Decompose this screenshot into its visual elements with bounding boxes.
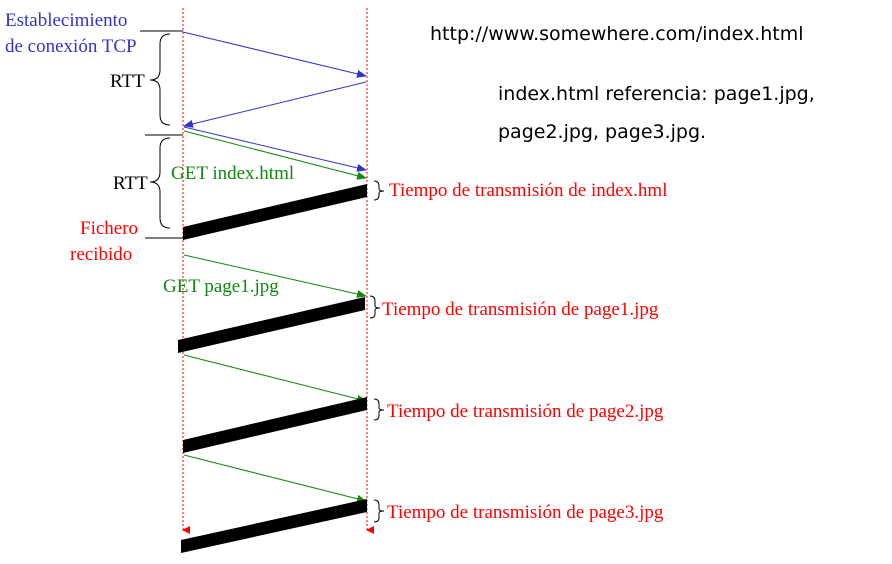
- tx-brace-index: [373, 180, 385, 201]
- tcp-syn-arrow: [182, 31, 367, 78]
- get-page3-arrow: [183, 454, 367, 503]
- get-index-label: GET index.html: [171, 163, 294, 184]
- note-line2: page2.jpg, page3.jpg.: [498, 121, 706, 143]
- tx-brace-page2: [373, 398, 385, 421]
- connection-label-line1: Establecimiento: [5, 10, 127, 31]
- page1-transfer-bar: [178, 297, 365, 353]
- get-page1-arrow: [183, 254, 367, 298]
- get-page1-label: GET page1.jpg: [163, 276, 279, 297]
- url-text: http://www.somewhere.com/index.html: [430, 23, 804, 45]
- rtt-label-2: RTT: [113, 173, 148, 194]
- tx-label-page3: Tiempo de transmisión de page3.jpg: [387, 502, 664, 523]
- tx-label-page2: Tiempo de transmisión de page2.jpg: [387, 401, 664, 422]
- tx-brace-page3: [373, 499, 385, 523]
- received-label-line2: recibido: [70, 244, 132, 265]
- rtt-brace-1: [149, 33, 171, 126]
- get-index-arrow: [183, 130, 367, 180]
- tcp-synack-arrow: [183, 81, 367, 128]
- page2-transfer-bar: [183, 397, 367, 453]
- rtt-brace-2: [149, 137, 171, 229]
- tcp-ack-arrow: [183, 126, 367, 172]
- note-line1: index.html referencia: page1.jpg,: [498, 83, 815, 105]
- connection-label-line2: de conexión TCP: [5, 36, 137, 57]
- get-page2-arrow: [183, 354, 367, 403]
- tx-label-index: Tiempo de transmisión de index.hml: [389, 180, 667, 201]
- index-transfer-bar: [183, 184, 367, 240]
- tx-brace-page1: [369, 295, 381, 319]
- page3-transfer-bar: [181, 499, 367, 553]
- received-label-line1: Fichero: [80, 218, 138, 239]
- tx-label-page1: Tiempo de transmisión de page1.jpg: [382, 299, 659, 320]
- rtt-label-1: RTT: [110, 71, 145, 92]
